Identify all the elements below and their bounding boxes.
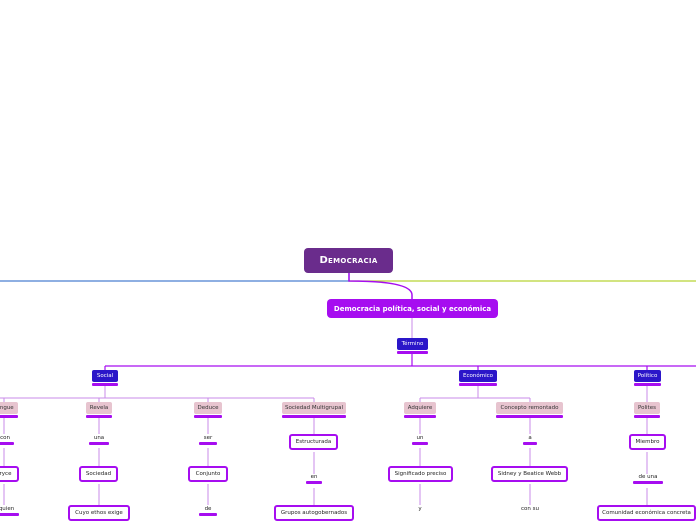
social-tail-4[interactable]: Grupos autogobernados xyxy=(274,505,354,521)
social-verb-1[interactable]: ingue xyxy=(0,402,18,418)
economico-tail-1[interactable]: y xyxy=(418,506,422,512)
social-link-4[interactable]: en xyxy=(306,474,322,484)
category-economico[interactable]: Económico xyxy=(459,370,497,386)
chain-lines xyxy=(3,418,648,505)
economico-verb-2[interactable]: Concepto remontado xyxy=(496,402,563,418)
social-box-2[interactable]: Sociedad xyxy=(79,466,118,482)
root-node[interactable]: Democracia xyxy=(304,248,393,273)
social-tail-3[interactable]: de xyxy=(199,506,217,516)
category-politico[interactable]: Político xyxy=(634,370,661,386)
social-tail-1[interactable]: quien xyxy=(0,506,19,516)
politico-link-1[interactable]: de una xyxy=(633,474,663,484)
social-verb-4[interactable]: Sociedad Multigrupal xyxy=(282,402,346,418)
politico-verb-1[interactable]: Polites xyxy=(634,402,660,418)
social-box-4[interactable]: Estructurada xyxy=(289,434,338,450)
termino-node[interactable]: Término xyxy=(397,338,428,354)
economico-link-2[interactable]: a xyxy=(523,435,537,445)
branch-line-left xyxy=(0,273,350,282)
politico-box-1[interactable]: Miembro xyxy=(629,434,666,450)
connector-termino-categories xyxy=(104,351,696,370)
social-tail-2[interactable]: Cuyo ethos exige xyxy=(68,505,130,521)
social-link-2[interactable]: una xyxy=(89,435,109,445)
economico-box-1[interactable]: Significado preciso xyxy=(388,466,453,482)
social-link-1[interactable]: con xyxy=(0,435,14,445)
connector-social-children xyxy=(0,384,315,403)
economico-verb-1[interactable]: Adquiere xyxy=(404,402,436,418)
economico-tail-2[interactable]: con su xyxy=(521,506,539,512)
social-box-1[interactable]: ryce xyxy=(0,466,19,482)
social-verb-2[interactable]: Revela xyxy=(86,402,112,418)
branch-line-down xyxy=(348,273,413,299)
main-topic-node[interactable]: Democracia política, social y económica xyxy=(327,299,498,318)
social-box-3[interactable]: Conjunto xyxy=(188,466,228,482)
category-social[interactable]: Social xyxy=(92,370,118,386)
economico-box-2[interactable]: Sidney y Beatice Webb xyxy=(491,466,568,482)
connector-economico-children xyxy=(419,384,531,403)
politico-tail-1[interactable]: Comunidad económica concreta xyxy=(597,505,696,521)
social-verb-3[interactable]: Deduce xyxy=(194,402,222,418)
social-link-3[interactable]: ser xyxy=(199,435,217,445)
economico-link-1[interactable]: un xyxy=(412,435,428,445)
